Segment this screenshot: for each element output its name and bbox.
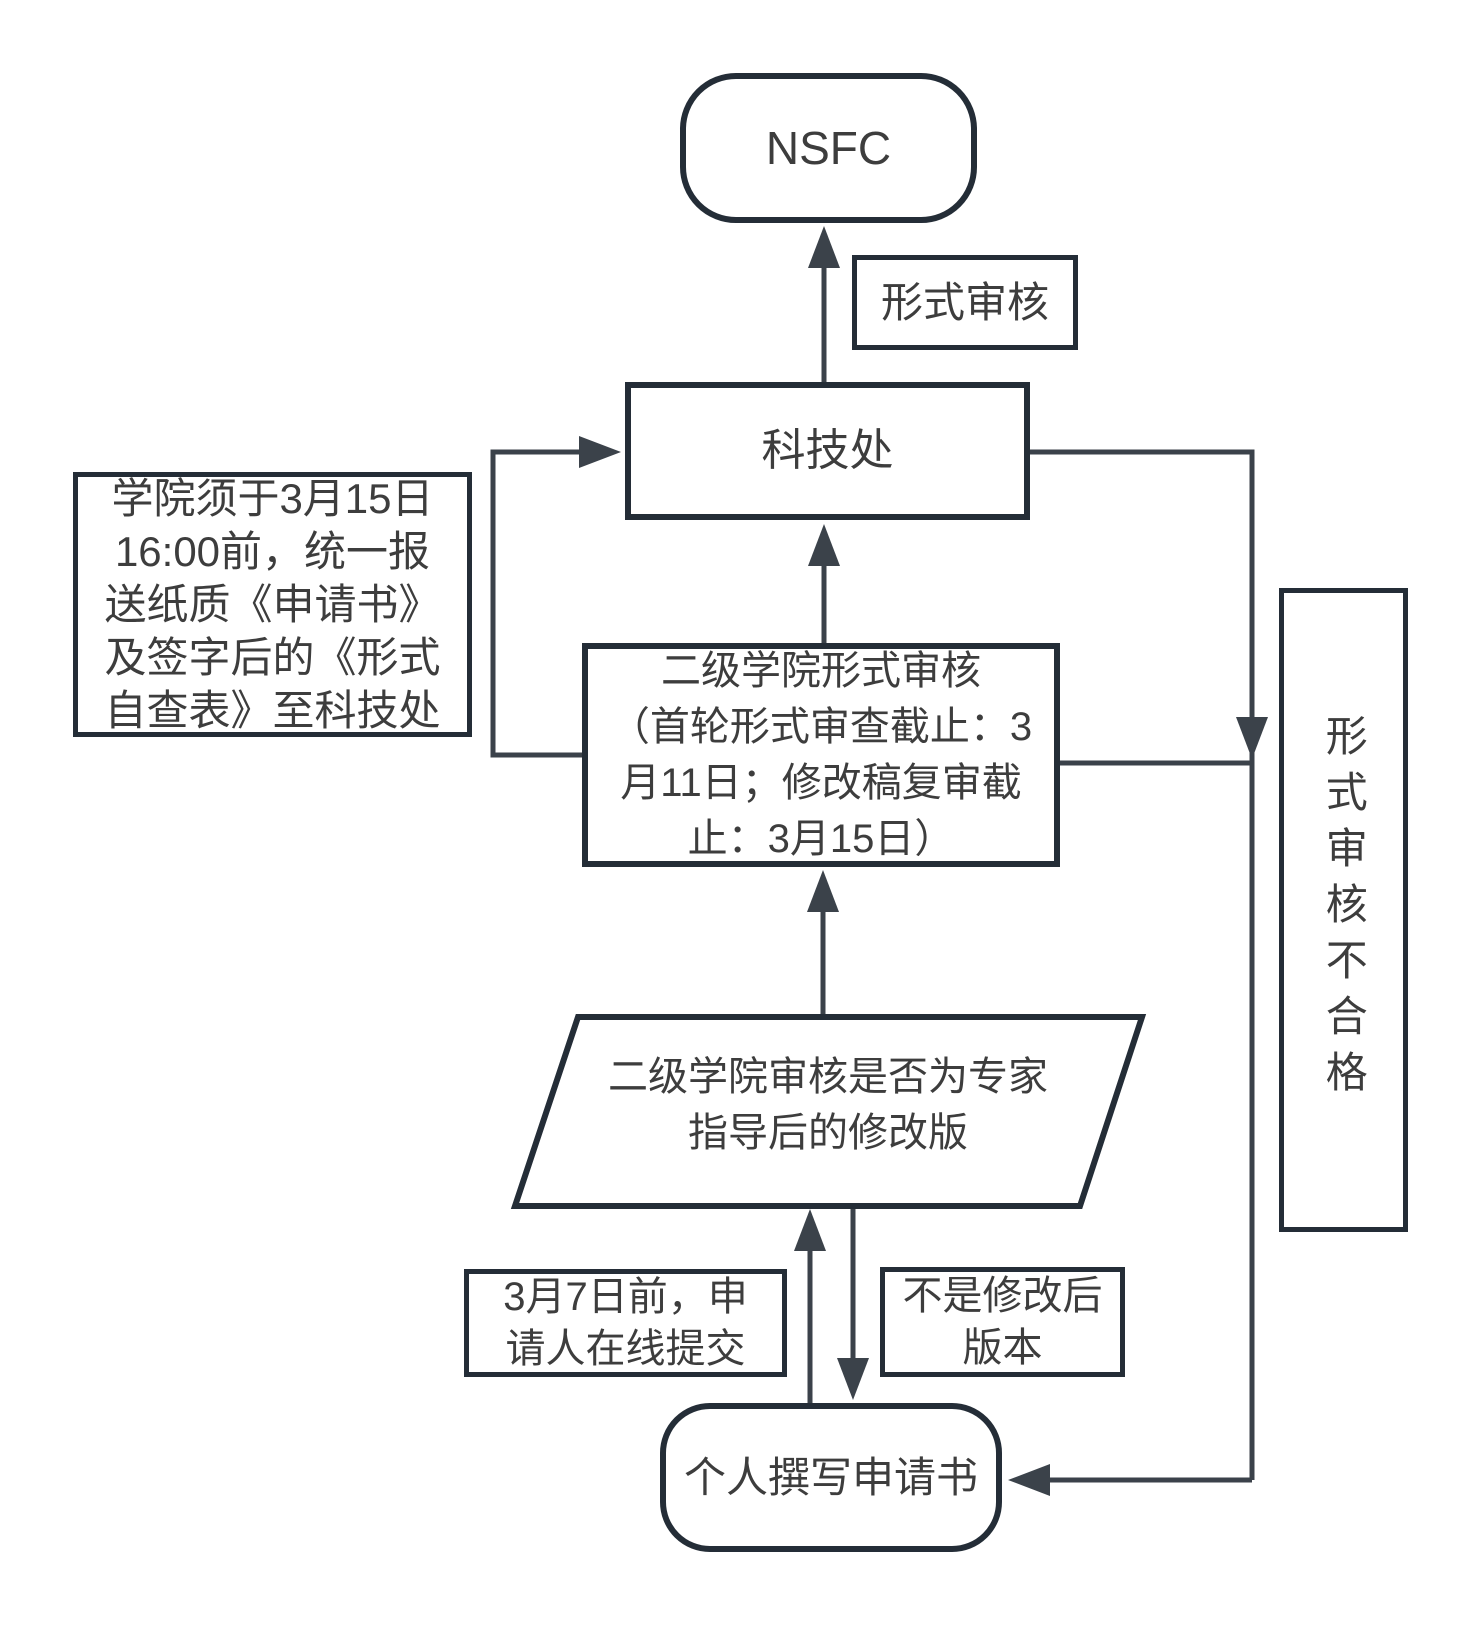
personal-write-application-node: 个人撰写申请书 [660,1403,1002,1552]
revision-check-decision-label: 二级学院审核是否为专家 指导后的修改版 [608,1055,1048,1155]
form-review-label: 形式审核 [852,255,1078,350]
arrowhead-left-personal [1008,1464,1050,1496]
college-form-review-node: 二级学院形式审核 （首轮形式审查截止：3 月11日；修改稿复审截 止：3月15日… [582,643,1060,867]
arrowhead-right-office [579,436,621,468]
science-tech-office-node: 科技处 [625,382,1030,520]
college-deadline-note: 学院须于3月15日 16:00前，统一报 送纸质《申请书》 及签字后的《形式 自… [73,472,472,737]
nsfc-node: NSFC [680,73,977,223]
submit-deadline-note: 3月7日前，申 请人在线提交 [464,1269,787,1377]
arrowhead-up-decision [794,1209,826,1251]
form-review-fail-label: 形式审核不合格 [1279,588,1408,1232]
arrowhead-down-personal [837,1358,869,1400]
arrowhead-up-office [808,524,840,566]
connector-review-left-loop [490,449,585,758]
decision-parallelogram-shape [510,1014,1147,1209]
not-revised-version-label: 不是修改后 版本 [880,1267,1125,1377]
arrowhead-up-review [807,870,839,912]
arrowhead-down-junction [1236,717,1268,759]
connector-office-fail-down [1030,449,1255,1480]
arrowhead-up-nsfc [808,226,840,268]
